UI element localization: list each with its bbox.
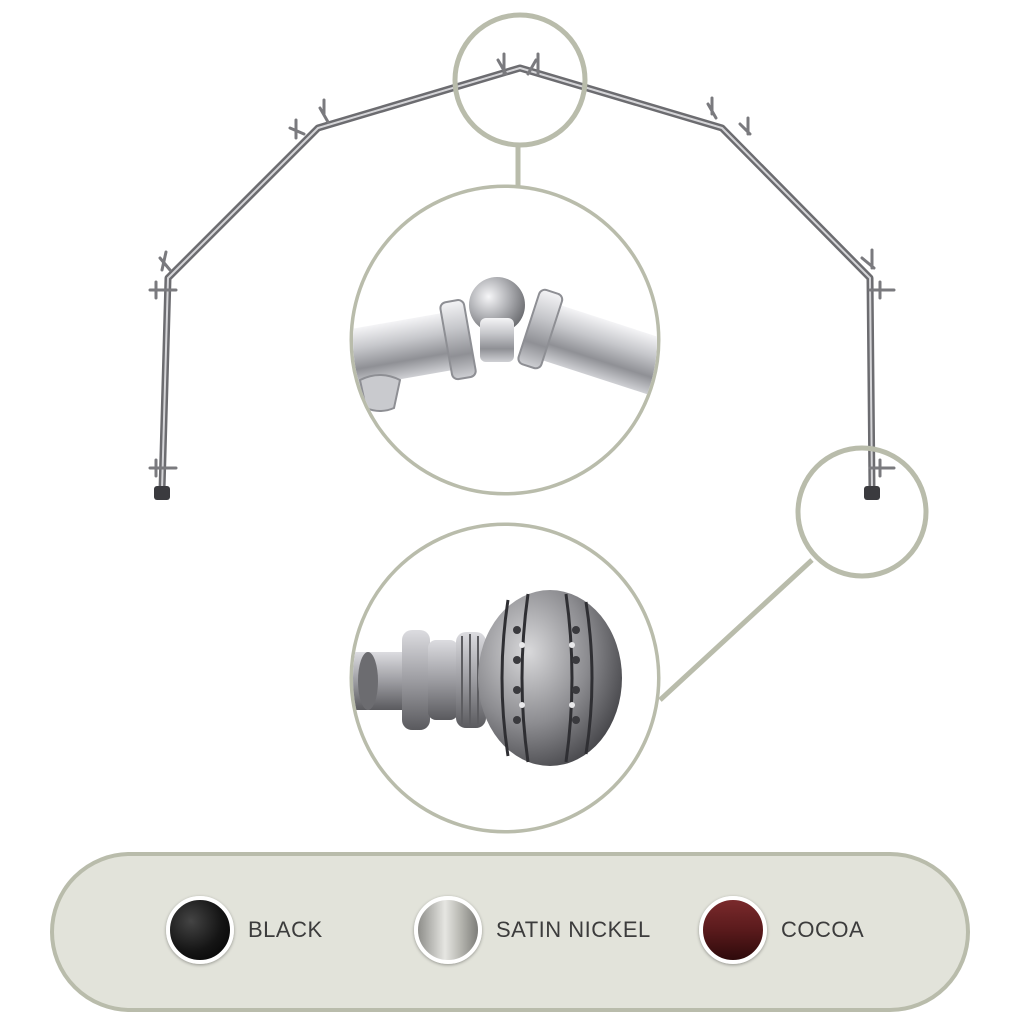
callout-ring-large-bottom bbox=[349, 522, 661, 834]
bracket bbox=[148, 458, 178, 478]
callout-guides bbox=[349, 12, 929, 834]
bracket bbox=[860, 248, 876, 270]
bracket bbox=[868, 280, 896, 300]
finish-option-cocoa[interactable]: COCOA bbox=[699, 896, 864, 964]
rod-finial-right bbox=[864, 486, 880, 500]
rod-brackets bbox=[148, 52, 896, 478]
elbow-connector-icon bbox=[353, 188, 657, 492]
bracket bbox=[288, 118, 306, 140]
finish-option-black[interactable]: BLACK bbox=[166, 896, 323, 964]
swatch-satin-nickel[interactable] bbox=[414, 896, 482, 964]
callout-ring-small-right bbox=[795, 445, 929, 579]
callout-line-right bbox=[658, 558, 814, 702]
bracket bbox=[526, 52, 540, 76]
callout-ring-large-top bbox=[349, 184, 661, 496]
bracket bbox=[318, 98, 330, 124]
bracket bbox=[158, 250, 172, 272]
bracket bbox=[496, 52, 508, 76]
rod-finial-left bbox=[154, 486, 170, 500]
swatch-cocoa[interactable] bbox=[699, 896, 767, 964]
ornate-ball-finial-icon bbox=[353, 526, 657, 830]
bay-rod bbox=[158, 64, 876, 491]
bracket bbox=[148, 280, 178, 300]
bracket bbox=[738, 116, 752, 136]
finish-option-satin-nickel[interactable]: SATIN NICKEL bbox=[414, 896, 651, 964]
bracket bbox=[706, 96, 718, 120]
finish-label-satin-nickel: SATIN NICKEL bbox=[496, 917, 651, 942]
finish-options-panel: BLACK SATIN NICKEL COCOA bbox=[50, 852, 970, 1012]
finish-label-black: BLACK bbox=[248, 917, 323, 942]
bracket bbox=[868, 458, 896, 478]
swatch-black[interactable] bbox=[166, 896, 234, 964]
finish-label-cocoa: COCOA bbox=[781, 917, 865, 942]
